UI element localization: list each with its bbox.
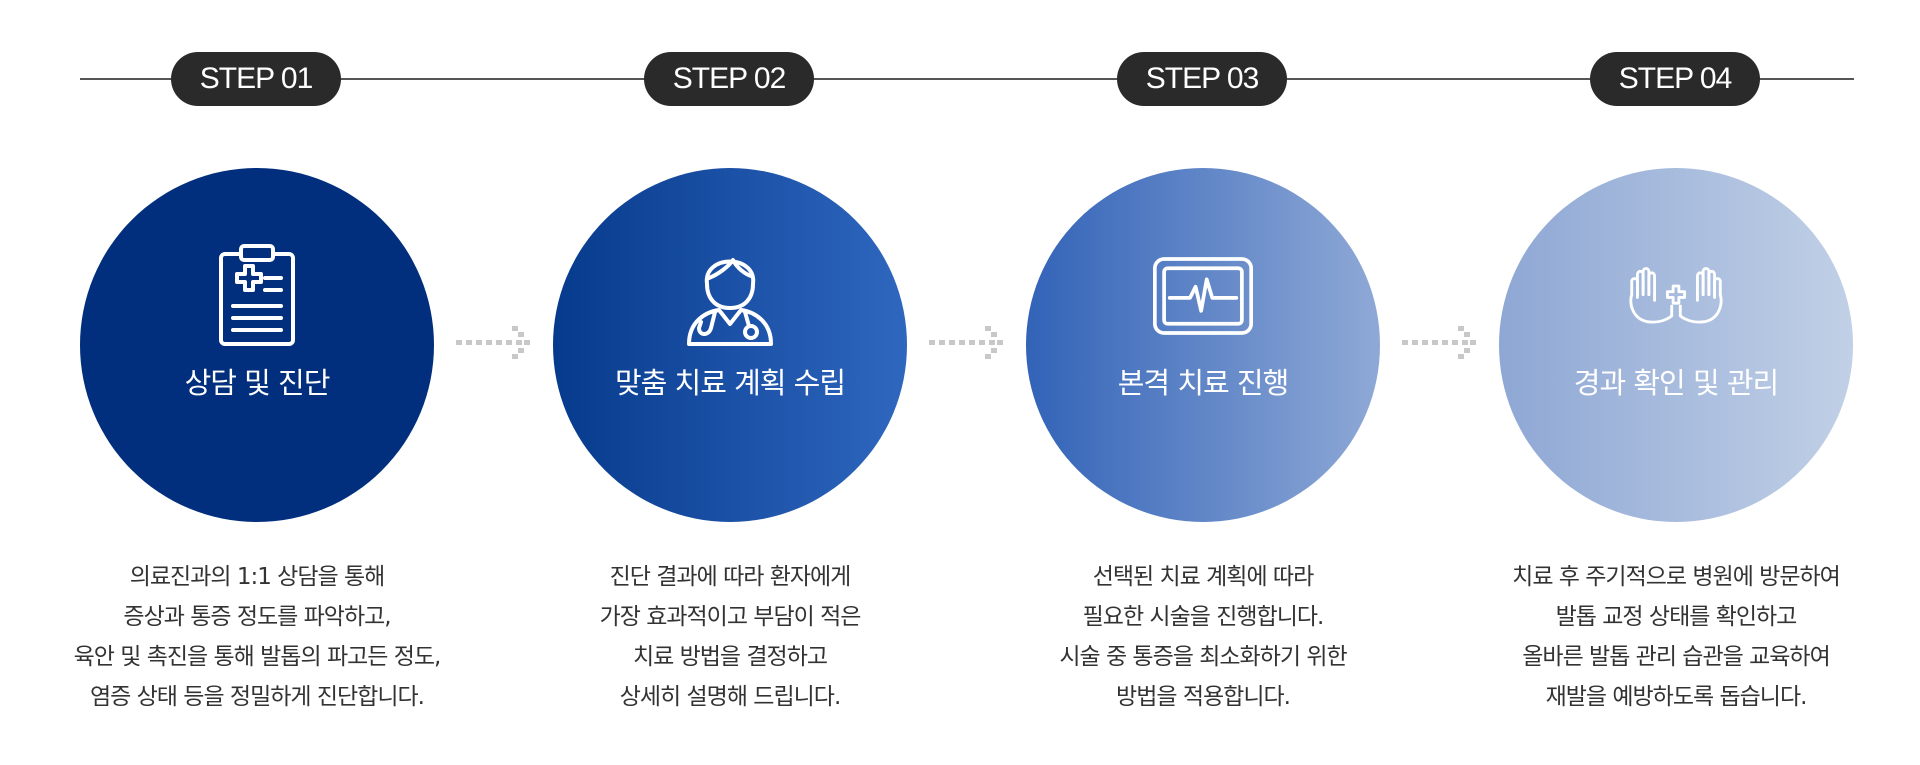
description-line: 치료 후 주기적으로 병원에 방문하여 — [1512, 564, 1841, 590]
step-04-title: 경과 확인 및 관리 — [1573, 366, 1779, 400]
description-line: 방법을 적용합니다. — [1116, 684, 1291, 710]
hands-medical-cross-icon — [1626, 246, 1726, 346]
step-02-badge: STEP 02 — [644, 52, 814, 106]
description-line: 의료진과의 1:1 상담을 통해 — [129, 564, 386, 590]
description-line: 발톱 교정 상태를 확인하고 — [1555, 604, 1798, 630]
step-04-description: 치료 후 주기적으로 병원에 방문하여 발톱 교정 상태를 확인하고 올바른 발… — [1466, 557, 1886, 717]
description-line: 육안 및 촉진을 통해 발톱의 파고든 정도, — [73, 644, 442, 670]
step-03-title: 본격 치료 진행 — [1117, 366, 1290, 400]
arrow-right-icon — [929, 326, 1003, 359]
timeline-line — [80, 78, 1854, 80]
doctor-stethoscope-icon — [680, 246, 780, 346]
heart-monitor-icon — [1153, 246, 1253, 346]
description-line: 치료 방법을 결정하고 — [632, 644, 828, 670]
step-04-badge: STEP 04 — [1590, 52, 1760, 106]
description-line: 시술 중 통증을 최소화하기 위한 — [1059, 644, 1347, 670]
step-03-circle: 본격 치료 진행 — [1026, 168, 1380, 522]
step-03-description: 선택된 치료 계획에 따라 필요한 시술을 진행합니다. 시술 중 통증을 최소… — [993, 557, 1413, 717]
step-01-badge: STEP 01 — [171, 52, 341, 106]
step-01-title: 상담 및 진단 — [184, 366, 331, 400]
description-line: 올바른 발톱 관리 습관을 교육하여 — [1522, 644, 1830, 670]
description-line: 상세히 설명해 드립니다. — [619, 684, 842, 710]
step-02-circle: 맞춤 치료 계획 수립 — [553, 168, 907, 522]
step-01-circle: 상담 및 진단 — [80, 168, 434, 522]
description-line: 진단 결과에 따라 환자에게 — [609, 564, 852, 590]
step-04-circle: 경과 확인 및 관리 — [1499, 168, 1853, 522]
description-line: 재발을 예방하도록 돕습니다. — [1545, 684, 1808, 710]
arrow-right-icon — [1402, 326, 1476, 359]
description-line: 가장 효과적이고 부담이 적은 — [599, 604, 862, 630]
description-line: 증상과 통증 정도를 파악하고, — [123, 604, 391, 630]
step-02-title: 맞춤 치료 계획 수립 — [614, 366, 846, 400]
description-line: 선택된 치료 계획에 따라 — [1092, 564, 1315, 590]
clipboard-medical-icon — [207, 244, 307, 346]
description-line: 염증 상태 등을 정밀하게 진단합니다. — [90, 684, 425, 710]
description-line: 필요한 시술을 진행합니다. — [1082, 604, 1325, 630]
step-03-badge: STEP 03 — [1117, 52, 1287, 106]
step-01-description: 의료진과의 1:1 상담을 통해 증상과 통증 정도를 파악하고, 육안 및 촉… — [47, 557, 467, 717]
step-02-description: 진단 결과에 따라 환자에게 가장 효과적이고 부담이 적은 치료 방법을 결정… — [520, 557, 940, 717]
arrow-right-icon — [456, 326, 530, 359]
